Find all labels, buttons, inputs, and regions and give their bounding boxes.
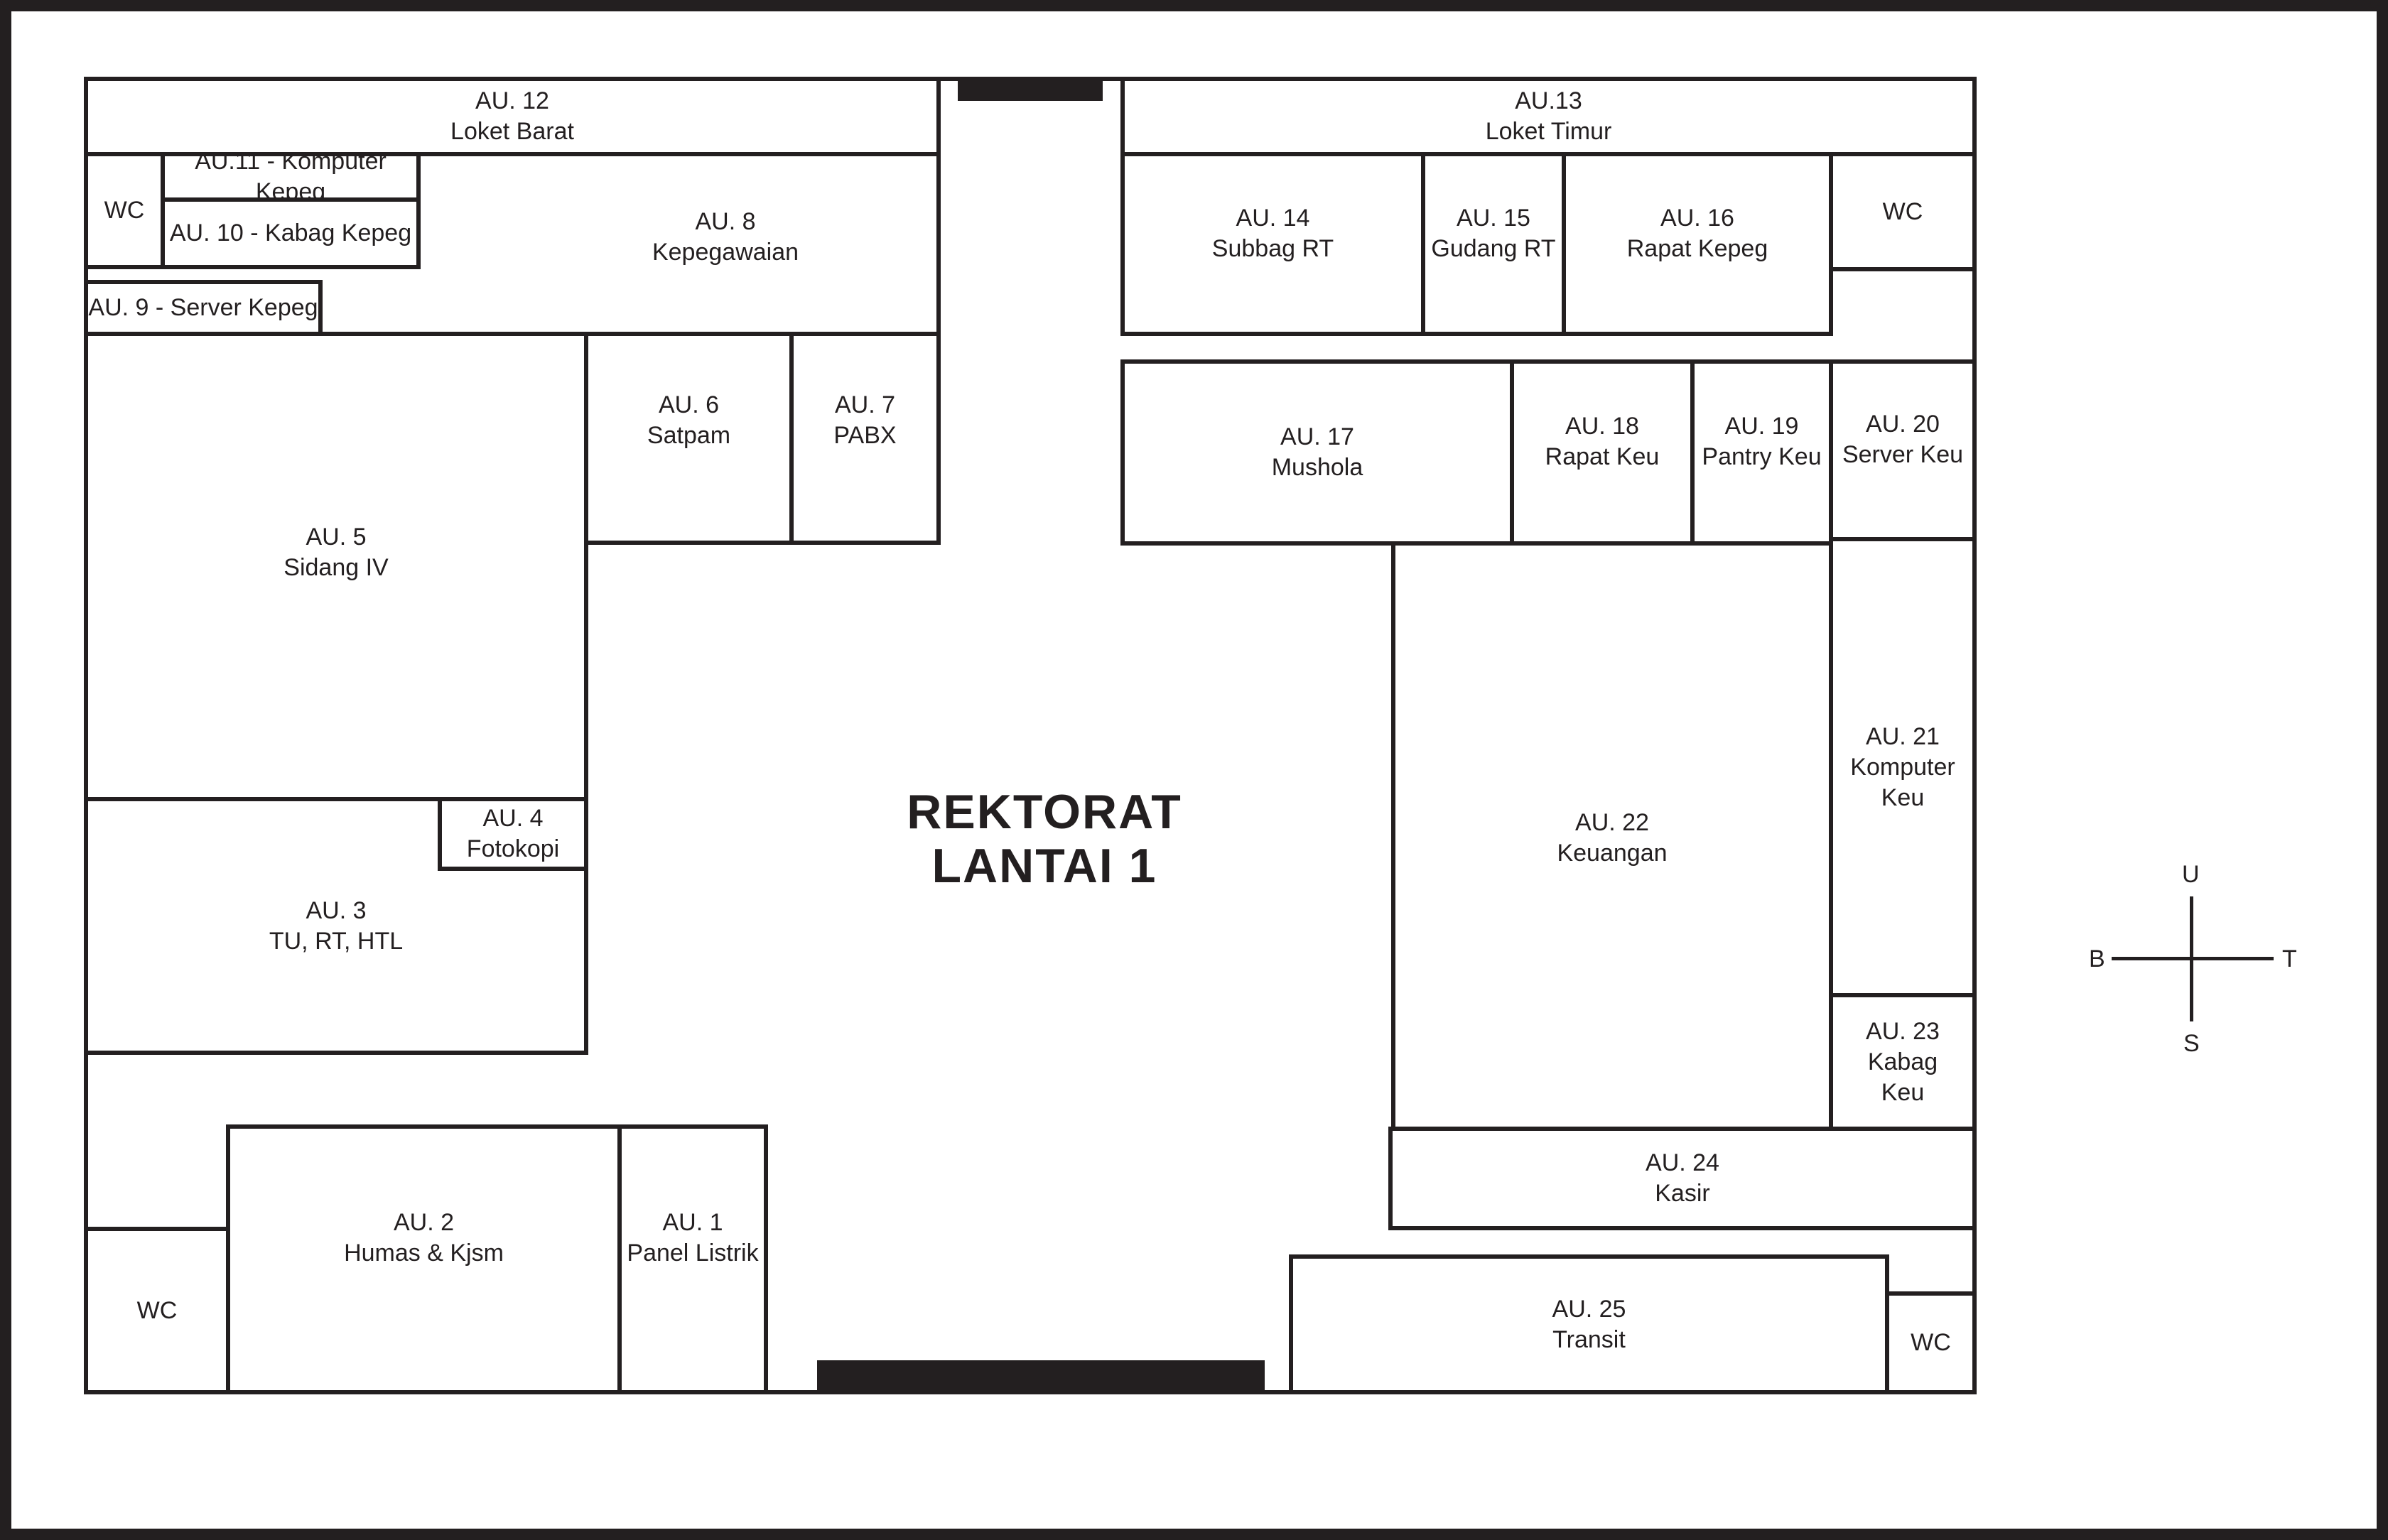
room-label: WC: [136, 1296, 178, 1324]
room-label: AU. 16 Rapat Kepeg: [1626, 204, 1768, 262]
room-label: AU. 4 Fotokopi: [466, 805, 560, 862]
room-label: AU. 15 Gudang RT: [1431, 204, 1556, 262]
room-label: AU. 21 Komputer Keu: [1850, 722, 1955, 811]
room-label: AU. 3 TU, RT, HTL: [269, 896, 404, 955]
room-au17-mushola[interactable]: AU. 17 Mushola: [1120, 359, 1514, 546]
room-au21-komputer-keu[interactable]: AU. 21 Komputer Keu: [1829, 537, 1977, 997]
room-au23-kabag-keu[interactable]: AU. 23 Kabag Keu: [1829, 993, 1977, 1131]
compass-rose: U S B T: [2089, 852, 2302, 1065]
room-label: AU. 10 - Kabag Kepeg: [169, 219, 412, 246]
room-label: WC: [1882, 197, 1923, 225]
room-au16-rapat-kepeg[interactable]: AU. 16 Rapat Kepeg: [1562, 152, 1833, 336]
room-label: AU.13 Loket Timur: [1485, 87, 1612, 145]
room-label: AU. 25 Transit: [1552, 1295, 1626, 1353]
room-au2-humas-kjsm[interactable]: AU. 2 Humas & Kjsm: [226, 1124, 622, 1394]
room-au5-sidang-iv[interactable]: AU. 5 Sidang IV: [84, 332, 588, 801]
room-label: AU. 22 Keuangan: [1557, 809, 1668, 867]
room-label: AU. 7 PABX: [833, 391, 897, 449]
room-au18-rapat-keu[interactable]: AU. 18 Rapat Keu: [1510, 359, 1695, 546]
room-wc-southeast[interactable]: WC: [1885, 1291, 1977, 1394]
compass-west-label: B: [2089, 945, 2105, 972]
title-line-1: REKTORAT: [907, 785, 1182, 839]
south-entrance: [817, 1360, 1265, 1392]
room-label: AU. 8 Kepegawaian: [652, 207, 799, 266]
room-label: AU. 14 Subbag RT: [1211, 204, 1334, 262]
room-label: AU. 23 Kabag Keu: [1866, 1017, 1940, 1106]
room-label: WC: [1911, 1329, 1951, 1356]
room-label: AU. 12 Loket Barat: [450, 87, 574, 145]
room-label: AU. 9 - Server Kepeg: [88, 294, 318, 321]
room-wc-southwest[interactable]: WC: [84, 1227, 230, 1394]
room-label: AU. 20 Server Keu: [1842, 411, 1964, 468]
room-wc-northeast[interactable]: WC: [1829, 152, 1977, 271]
room-au24-kasir[interactable]: AU. 24 Kasir: [1388, 1127, 1977, 1230]
room-au22-keuangan[interactable]: AU. 22 Keuangan: [1391, 541, 1833, 1135]
compass-east-label: T: [2282, 945, 2297, 972]
room-au13-loket-timur[interactable]: AU.13 Loket Timur: [1120, 77, 1977, 156]
room-au4-fotokopi[interactable]: AU. 4 Fotokopi: [438, 797, 588, 871]
north-entrance: [958, 80, 1103, 101]
room-label: AU. 6 Satpam: [647, 391, 731, 449]
room-au14-subbag-rt[interactable]: AU. 14 Subbag RT: [1120, 152, 1425, 336]
room-au11-komputer-kepeg[interactable]: AU.11 - Komputer Kepeg: [161, 148, 421, 205]
room-label: AU. 1 Panel Listrik: [627, 1209, 759, 1267]
room-label: AU. 2 Humas & Kjsm: [344, 1209, 504, 1267]
room-label: AU. 17 Mushola: [1271, 423, 1363, 481]
room-label: AU. 18 Rapat Keu: [1545, 413, 1660, 470]
compass-north-label: U: [2182, 861, 2200, 888]
room-au10-kabag-kepeg[interactable]: AU. 10 - Kabag Kepeg: [161, 197, 421, 269]
title-line-2: LANTAI 1: [931, 839, 1157, 893]
compass-horizontal-line: [2112, 957, 2274, 960]
room-au19-pantry-keu[interactable]: AU. 19 Pantry Keu: [1690, 359, 1833, 546]
compass-south-label: S: [2183, 1030, 2200, 1057]
room-wc-northwest[interactable]: WC: [84, 152, 165, 269]
room-au20-server-keu[interactable]: AU. 20 Server Keu: [1829, 359, 1977, 541]
room-au7-pabx[interactable]: AU. 7 PABX: [789, 332, 941, 545]
room-label: AU. 5 Sidang IV: [283, 523, 389, 581]
room-label: WC: [104, 197, 145, 224]
room-au15-gudang-rt[interactable]: AU. 15 Gudang RT: [1421, 152, 1566, 336]
room-au12-loket-barat[interactable]: AU. 12 Loket Barat: [84, 77, 941, 156]
floor-plan-title: REKTORAT LANTAI 1: [796, 785, 1293, 893]
room-au25-transit[interactable]: AU. 25 Transit: [1289, 1254, 1889, 1394]
room-label: AU. 19 Pantry Keu: [1702, 413, 1822, 470]
room-label: AU. 24 Kasir: [1646, 1149, 1719, 1207]
room-au6-satpam[interactable]: AU. 6 Satpam: [584, 332, 794, 545]
room-au1-panel-listrik[interactable]: AU. 1 Panel Listrik: [617, 1124, 768, 1394]
room-au9-server-kepeg[interactable]: AU. 9 - Server Kepeg: [84, 280, 323, 336]
